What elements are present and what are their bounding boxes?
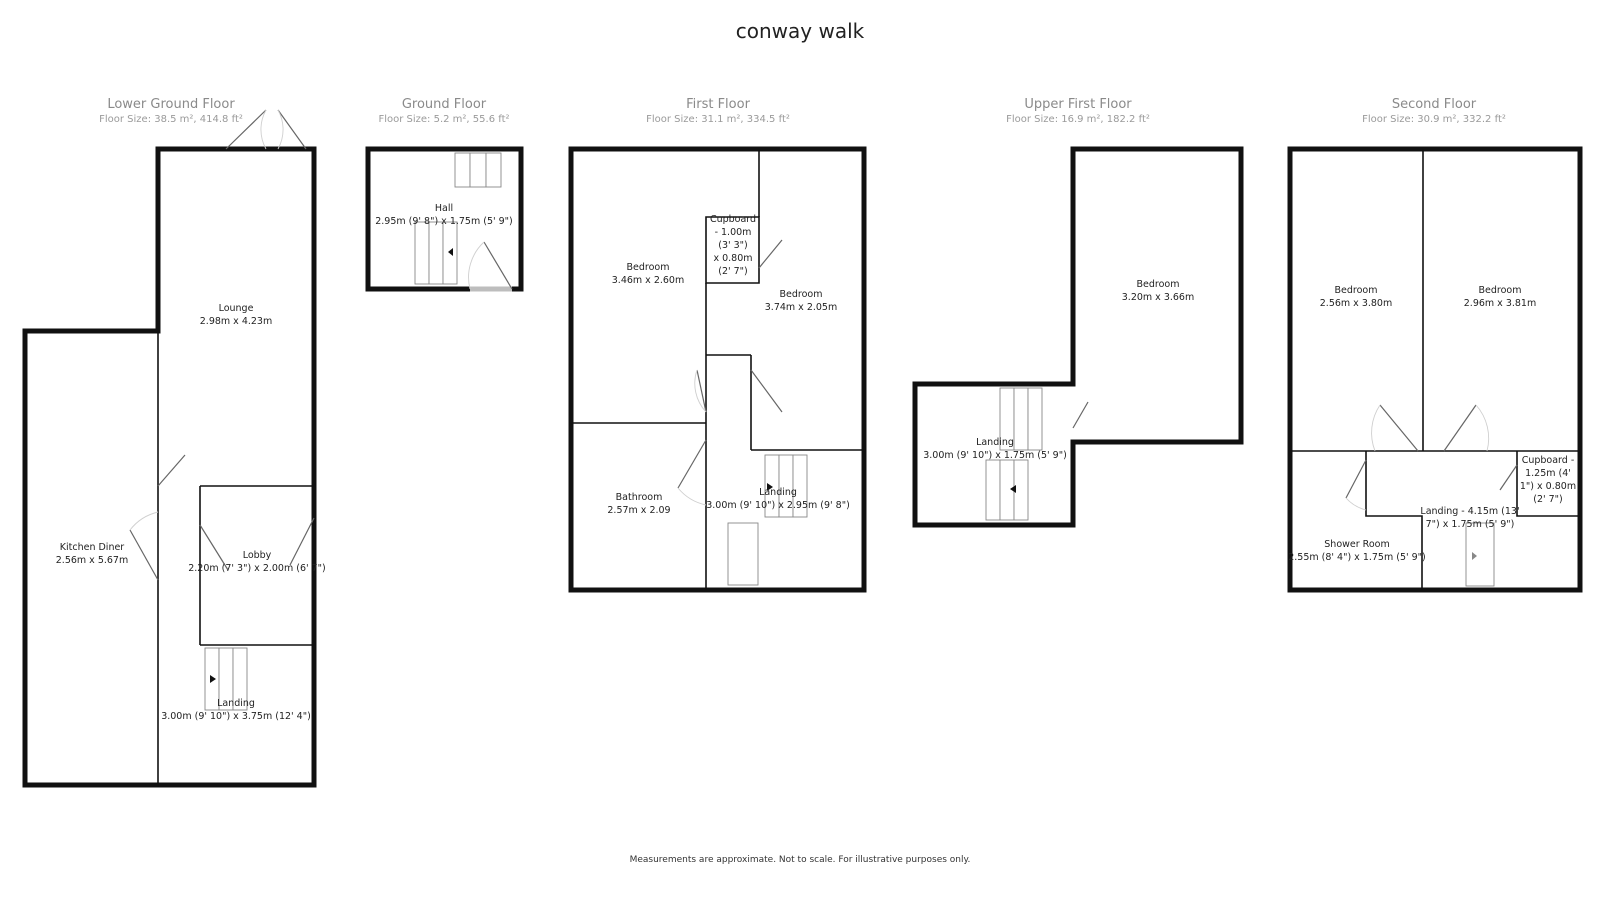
door: [483, 241, 513, 290]
door-swing: [1345, 497, 1367, 511]
room-dims-bedroom-1: 3.46m x 2.60m: [612, 275, 684, 286]
room-dims-lounge: 2.98m x 4.23m: [200, 316, 272, 327]
room-name-cupboard: Cupboard -: [1522, 455, 1575, 466]
outer-walls: [1287, 146, 1583, 593]
stairs: [204, 647, 248, 711]
room-dims-shower-room: 2.55m (8' 4") x 1.75m (5' 9"): [1288, 552, 1426, 563]
lower-ground-floor: Lower Ground Floor Floor Size: 38.5 m², …: [22, 97, 326, 788]
ground-floor-label: Ground Floor: [402, 97, 487, 112]
upper-first-floor: Upper First Floor Floor Size: 16.9 m², 1…: [912, 97, 1244, 528]
second-floor: Second Floor Floor Size: 30.9 m², 332.2 …: [1287, 97, 1583, 593]
cupboard-line-2: 1") x 0.80m: [1520, 481, 1576, 492]
ground-floor: Ground Floor Floor Size: 5.2 m², 55.6 ft…: [365, 97, 524, 292]
cupboard-line-4: (2' 7"): [718, 266, 748, 277]
door-swing: [260, 109, 284, 150]
inner-wall: [1365, 451, 1423, 590]
cupboard-line-1: 1.25m (4': [1525, 468, 1571, 479]
french-door: [225, 109, 307, 150]
room-name-bedroom-1: Bedroom: [627, 262, 670, 273]
room-dims-bedroom-2: 3.74m x 2.05m: [765, 302, 837, 313]
room-name-lobby: Lobby: [243, 550, 272, 561]
door-swing: [129, 511, 159, 531]
room-name-cupboard: Cupboard: [710, 214, 756, 225]
cupboard-line-2: (3' 3"): [718, 240, 748, 251]
door: [289, 517, 315, 566]
room-dims-bedroom-1: 2.56m x 3.80m: [1320, 298, 1392, 309]
room-dims-lobby: 2.20m (7' 3") x 2.00m (6' 7"): [188, 563, 326, 574]
outer-walls: [365, 146, 524, 292]
cupboard-line-3: (2' 7"): [1533, 494, 1563, 505]
room-dims-bedroom-2: 2.96m x 3.81m: [1464, 298, 1536, 309]
room-name-landing: Landing: [217, 698, 255, 709]
stair-arrow-icon: [767, 483, 773, 491]
door: [129, 529, 159, 581]
door: [758, 239, 783, 269]
room-name-landing: Landing - 4.15m (13': [1420, 506, 1519, 517]
room-name-lounge: Lounge: [219, 303, 254, 314]
room-name-bedroom-2: Bedroom: [780, 289, 823, 300]
lower-ground-floor-size: Floor Size: 38.5 m², 414.8 ft²: [99, 114, 243, 125]
stairs: [414, 152, 502, 285]
outer-walls: [912, 146, 1244, 528]
door-swing: [1475, 404, 1490, 452]
cupboard-line-3: x 0.80m: [713, 253, 752, 264]
stairs: [727, 454, 808, 586]
stair-arrow-icon: [1010, 485, 1016, 493]
cupboard-walls: [1516, 451, 1580, 517]
first-floor-label: First Floor: [686, 97, 750, 112]
disclaimer-note: Measurements are approximate. Not to sca…: [630, 855, 971, 865]
room-name-bathroom: Bathroom: [616, 492, 663, 503]
door-swing: [468, 241, 485, 290]
first-floor-size: Floor Size: 31.1 m², 334.5 ft²: [646, 114, 790, 125]
second-floor-label: Second Floor: [1392, 97, 1477, 112]
lower-ground-floor-label: Lower Ground Floor: [107, 97, 235, 112]
room-name-bedroom-2: Bedroom: [1479, 285, 1522, 296]
door: [1443, 404, 1477, 452]
room-dims-landing: 3.00m (9' 10") x 1.75m (5' 9"): [923, 450, 1067, 461]
door: [1379, 404, 1419, 452]
room-name-landing: Landing: [759, 487, 797, 498]
door: [1499, 464, 1518, 491]
room-name-kitchen-diner: Kitchen Diner: [60, 542, 125, 553]
upper-first-floor-size: Floor Size: 16.9 m², 182.2 ft²: [1006, 114, 1150, 125]
door: [1345, 459, 1367, 499]
door-swing: [677, 487, 707, 506]
stairs: [985, 387, 1043, 521]
plan-title: conway walk: [736, 19, 865, 43]
door: [199, 524, 229, 571]
door-swing: [694, 369, 707, 413]
room-dims-hall: 2.95m (9' 8") x 1.75m (5' 9"): [375, 216, 513, 227]
stairs: [1465, 522, 1495, 587]
ground-floor-size: Floor Size: 5.2 m², 55.6 ft²: [378, 114, 509, 125]
second-floor-size: Floor Size: 30.9 m², 332.2 ft²: [1362, 114, 1506, 125]
stair-arrow-icon: [448, 248, 453, 256]
room-name-hall: Hall: [435, 203, 453, 214]
cupboard-line-1: - 1.00m: [715, 227, 752, 238]
door: [677, 439, 707, 489]
room-dims-landing: 3.00m (9' 10") x 3.75m (12' 4"): [161, 711, 311, 722]
first-floor: First Floor Floor Size: 31.1 m², 334.5 f…: [568, 97, 867, 593]
stair-arrow-icon: [210, 675, 216, 683]
outer-walls: [22, 146, 317, 788]
room-name-landing: Landing: [976, 437, 1014, 448]
room-name-shower-room: Shower Room: [1324, 539, 1389, 550]
room-dims-bedroom: 3.20m x 3.66m: [1122, 292, 1194, 303]
door-swing: [1371, 404, 1381, 452]
stair-arrow-icon: [1472, 552, 1477, 560]
upper-first-floor-label: Upper First Floor: [1024, 97, 1132, 112]
outer-walls: [568, 146, 867, 593]
room-dims-kitchen-diner: 2.56m x 5.67m: [56, 555, 128, 566]
room-name-bedroom: Bedroom: [1137, 279, 1180, 290]
door: [696, 369, 707, 413]
door: [750, 369, 783, 413]
room-dims-landing: 7") x 1.75m (5' 9"): [1426, 519, 1515, 530]
room-dims-bathroom: 2.57m x 2.09: [607, 505, 670, 516]
door: [157, 454, 186, 487]
cupboard-walls: [705, 216, 760, 284]
door: [1072, 401, 1089, 429]
room-dims-landing: 3.00m (9' 10") x 2.95m (9' 8"): [706, 500, 850, 511]
room-name-bedroom-1: Bedroom: [1335, 285, 1378, 296]
